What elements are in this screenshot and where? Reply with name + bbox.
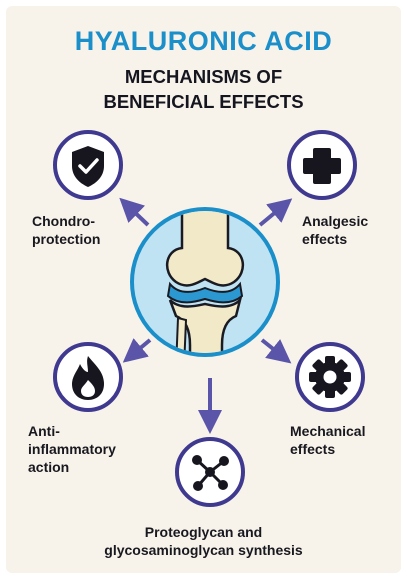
shield-check-icon <box>55 132 121 198</box>
anti-inflammatory-label: Anti- inflammatory action <box>28 422 116 476</box>
chondroprotection-label: Chondro- protection <box>32 212 100 248</box>
flame-icon <box>55 344 121 410</box>
analgesic-label: Analgesic effects <box>302 212 368 248</box>
gear-icon <box>297 344 363 410</box>
molecule-icon <box>177 439 243 505</box>
mechanical-label: Mechanical effects <box>290 422 365 458</box>
medical-cross-icon <box>289 132 355 198</box>
arrow-to-analgesic <box>260 206 283 225</box>
arrow-to-mechanical <box>262 340 282 356</box>
synthesis-label: Proteoglycan and glycosaminoglycan synth… <box>0 523 407 559</box>
knee-joint-icon <box>132 205 278 370</box>
arrow-to-anti-inflammatory <box>132 340 150 355</box>
arrow-to-chondroprotection <box>128 206 148 225</box>
